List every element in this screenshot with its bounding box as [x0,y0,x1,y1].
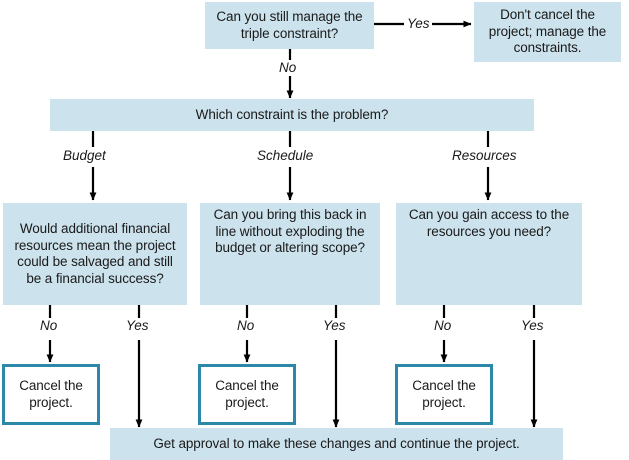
node-which-constraint-label: Which constraint is the problem? [195,106,389,122]
edge-label-resources-no: No [434,318,452,333]
node-question-budget-label: Would additional financial resources mea… [14,221,176,286]
node-question-triple-constraint[interactable]: Can you still manage the triple constrai… [205,2,374,49]
node-get-approval-label: Get approval to make these changes and c… [153,435,520,451]
edge-label-top-yes: Yes [407,16,430,31]
edge-label-budget-no: No [40,318,58,333]
node-cancel-project-resources-label: Cancel the project. [412,378,476,410]
node-question-resources[interactable]: Can you gain access to the resources you… [396,203,582,305]
node-cancel-project-budget[interactable]: Cancel the project. [2,364,100,425]
node-cancel-project-budget-label: Cancel the project. [19,378,83,410]
node-cancel-project-resources[interactable]: Cancel the project. [395,364,493,425]
node-question-budget[interactable]: Would additional financial resources mea… [3,203,187,305]
node-get-approval[interactable]: Get approval to make these changes and c… [110,428,563,460]
node-question-resources-label: Can you gain access to the resources you… [408,207,570,239]
node-cancel-project-schedule-label: Cancel the project. [215,378,279,410]
node-which-constraint[interactable]: Which constraint is the problem? [50,99,534,131]
node-cancel-project-schedule[interactable]: Cancel the project. [198,364,296,425]
edge-label-schedule-no: No [237,318,255,333]
edge-label-top-no: No [279,60,297,75]
node-question-schedule[interactable]: Can you bring this back in line without … [200,203,380,305]
node-question-triple-constraint-label: Can you still manage the triple constrai… [216,9,363,41]
edge-label-branch-resources: Resources [452,148,517,163]
edge-label-branch-schedule: Schedule [257,148,314,163]
edge-label-budget-yes: Yes [126,318,149,333]
node-dont-cancel-project-label: Don't cancel the project; manage the con… [488,7,607,56]
edge-label-schedule-yes: Yes [323,318,346,333]
edge-label-branch-budget: Budget [63,148,106,163]
node-dont-cancel-project[interactable]: Don't cancel the project; manage the con… [474,2,621,62]
node-question-schedule-label: Can you bring this back in line without … [213,207,367,255]
edge-label-resources-yes: Yes [521,318,544,333]
